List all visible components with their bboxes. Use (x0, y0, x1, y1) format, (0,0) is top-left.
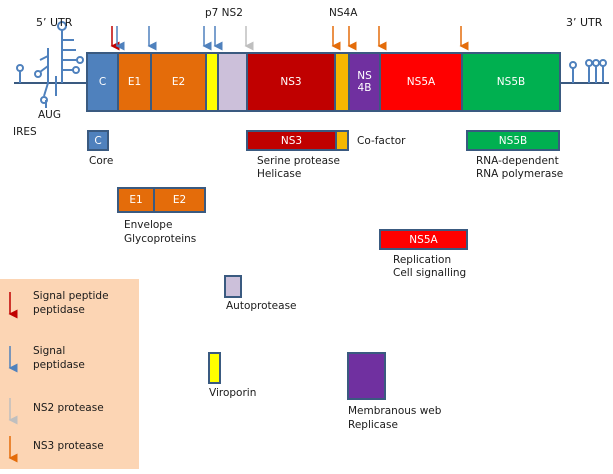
ns3-box-label: NS3 (280, 134, 303, 147)
ns5a-box-label: NS5A (409, 233, 438, 246)
ns5a-protein-box: NS5A (379, 229, 468, 250)
legend-item-4-line1: NS3 protease (33, 440, 104, 452)
legend-item-2-line1: Signal (33, 345, 66, 357)
ires-structure (16, 21, 84, 108)
segment-e2: E2 (152, 54, 207, 110)
segment-p7 (207, 54, 219, 110)
segment-ns5b: NS5B (463, 54, 559, 110)
segment-ns5a: NS5A (381, 54, 463, 110)
p7-function: Viroporin (209, 387, 257, 399)
cofactor-label: Co-factor (357, 135, 406, 147)
ns4a-cofactor-box (335, 130, 349, 151)
utr5-label: 5’ UTR (36, 16, 73, 29)
ns4b-function-1: Membranous web (348, 405, 442, 417)
p7-ns2-label: p7 NS2 (205, 7, 243, 19)
aug-label: AUG (38, 109, 62, 121)
legend-item-2-line2: peptidase (33, 359, 85, 371)
ns5b-function-1: RNA-dependent (476, 155, 559, 167)
utr3-structure (569, 59, 607, 83)
segment-ns3: NS3 (248, 54, 336, 110)
ns2-function: Autoprotease (226, 300, 297, 312)
e2-box-label: E2 (172, 194, 187, 206)
ns3-function-2: Helicase (257, 168, 302, 180)
legend-item-3-line1: NS2 protease (33, 402, 104, 414)
legend-item-1-line2: peptidase (33, 304, 85, 316)
segment-c: C (88, 54, 119, 110)
ns5b-protein-box: NS5B (466, 130, 560, 151)
ns5a-function-2: Cell signalling (393, 267, 467, 279)
p7-protein-box (208, 352, 221, 384)
ns4b-protein-box (347, 352, 386, 400)
segment-e1: E1 (119, 54, 152, 110)
ns5b-box-label: NS5B (498, 134, 528, 147)
ns5b-function-2: RNA polymerase (476, 168, 564, 180)
ns5a-function-1: Replication (393, 254, 452, 266)
polyprotein-bar: C E1 E2 NS3 NS 4B NS5A NS5B (86, 52, 561, 112)
ns2-protein-box (224, 275, 242, 298)
utr3-label: 3’ UTR (566, 16, 603, 29)
legend-item-1-line1: Signal peptide (33, 290, 109, 302)
core-box-label: C (94, 134, 102, 147)
envelope-function-1: Envelope (124, 219, 173, 231)
segment-ns2 (219, 54, 248, 110)
core-label: Core (89, 155, 114, 167)
core-protein-box: C (87, 130, 109, 151)
ns3-function-1: Serine protease (257, 155, 340, 167)
segment-ns4a (336, 54, 350, 110)
e1-box-label: E1 (119, 189, 155, 211)
ns4a-label: NS4A (329, 7, 358, 19)
ires-label: IRES (13, 126, 37, 138)
ns3-protein-box: NS3 (246, 130, 337, 151)
envelope-protein-box: E1 E2 (117, 187, 206, 213)
segment-ns4b: NS 4B (350, 54, 381, 110)
envelope-function-2: Glycoproteins (124, 233, 197, 245)
ns4b-function-2: Replicase (348, 419, 398, 431)
